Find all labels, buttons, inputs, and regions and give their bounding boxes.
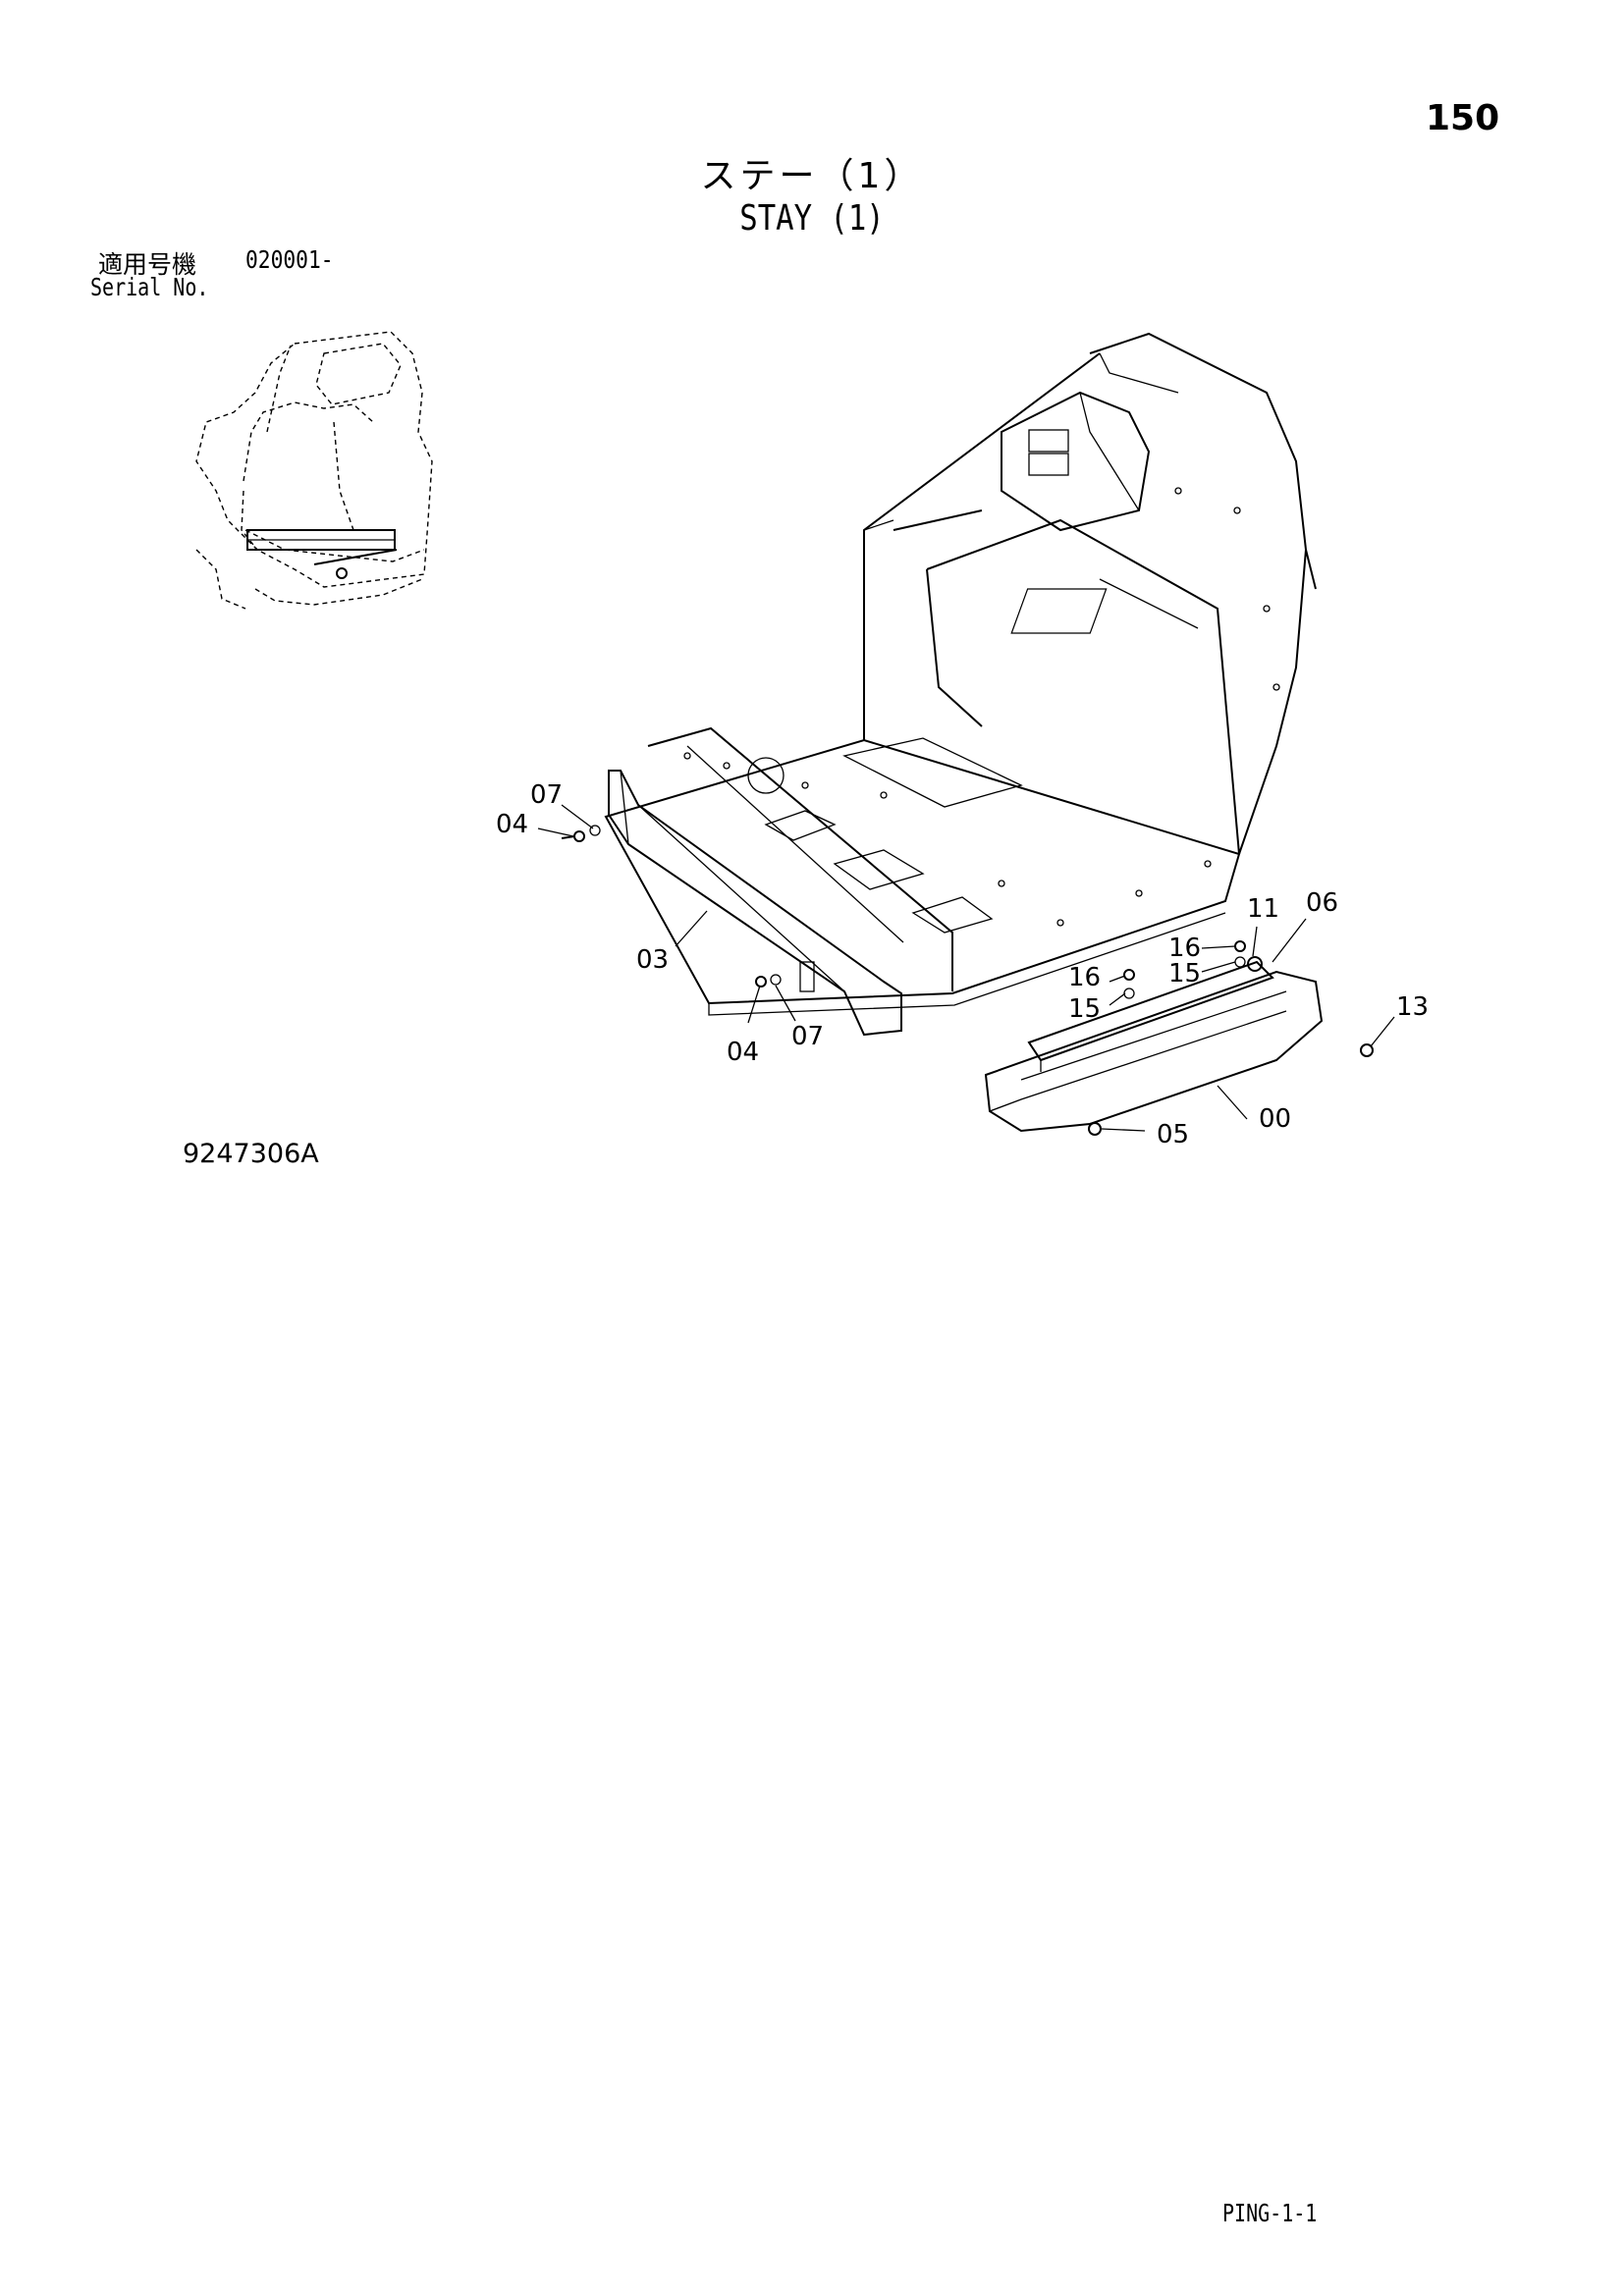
seat-key-drawing (195, 331, 433, 610)
callout-05: 05 (1157, 1120, 1189, 1149)
callout-04-upper: 04 (496, 810, 528, 839)
callout-00: 00 (1259, 1104, 1291, 1134)
floor-frame-assembly (604, 332, 1317, 1016)
callout-16-right: 16 (1168, 934, 1201, 963)
drawing-number: 9247306A (183, 1139, 319, 1169)
callout-15-left: 15 (1068, 994, 1101, 1024)
page-title-japanese: ステー（1） (700, 156, 924, 196)
callout-06: 06 (1306, 888, 1338, 918)
callout-07-upper: 07 (530, 780, 563, 810)
page-title-english: STAY (1) (739, 198, 885, 239)
callout-04-lower: 04 (727, 1038, 759, 1067)
trim-part-06 (1027, 960, 1274, 1072)
callout-11: 11 (1247, 894, 1279, 924)
right-stay-part-00 (984, 970, 1324, 1133)
callout-16-left: 16 (1068, 963, 1101, 992)
callout-15-right: 15 (1168, 959, 1201, 988)
serial-label-english: Serial No. (90, 273, 209, 301)
serial-range: 020001- (245, 245, 334, 274)
callout-13: 13 (1396, 992, 1429, 1022)
page-number: 150 (1426, 98, 1500, 138)
reference-code: PING-1-1 (1222, 2199, 1318, 2227)
serial-label-japanese: 適用号機 (98, 250, 197, 279)
callout-03: 03 (636, 945, 669, 975)
leader-lines (537, 804, 1395, 1132)
callout-07-lower: 07 (791, 1022, 824, 1051)
left-stay-part-03 (608, 770, 902, 1037)
